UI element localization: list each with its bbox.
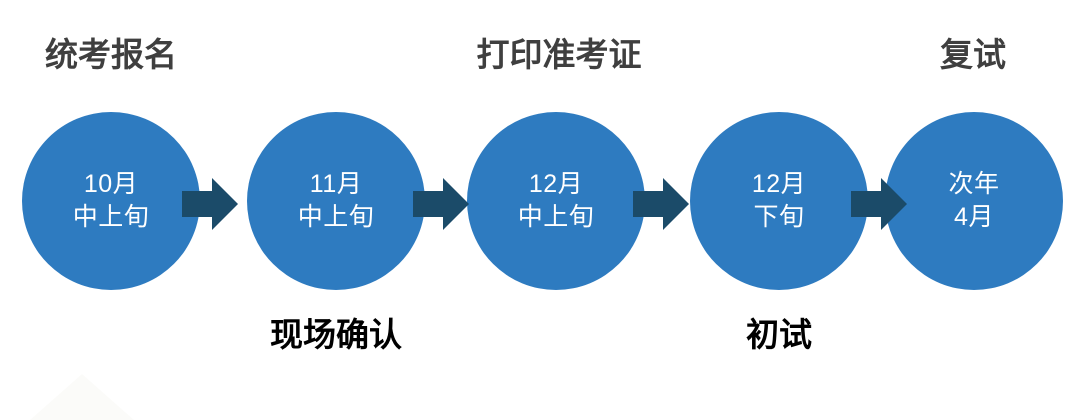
stage-circle-1-line-2: 中上旬 [72, 203, 150, 231]
arrow-right-icon [851, 178, 907, 230]
stage-node-5[interactable]: 次年 4月 [885, 112, 1063, 290]
connector-arrow-2 [413, 178, 469, 230]
stage-label-top-1: 统考报名 [45, 36, 177, 73]
stage-circle-4-line-2: 下旬 [753, 203, 805, 231]
stage-circle-2-line-2: 中上旬 [297, 203, 375, 231]
stage-label-top-5: 复试 [940, 36, 1006, 73]
stage-node-4[interactable]: 12月 下旬 [690, 112, 868, 290]
arrow-right-icon [182, 178, 238, 230]
stage-label-bottom-2: 现场确认 [270, 316, 402, 353]
stage-circle-1[interactable]: 10月 中上旬 [22, 112, 200, 290]
stage-circle-5-line-1: 次年 [948, 169, 1000, 198]
stage-node-2[interactable]: 11月 中上旬 [247, 112, 425, 290]
stage-circle-3-line-2: 中上旬 [517, 203, 595, 231]
stage-circle-1-line-1: 10月 [83, 169, 139, 198]
stage-label-bottom-4: 初试 [746, 316, 812, 353]
stage-circle-2[interactable]: 11月 中上旬 [247, 112, 425, 290]
connector-arrow-1 [182, 178, 238, 230]
triangle-watermark-icon [30, 374, 134, 420]
stage-node-1[interactable]: 10月 中上旬 [22, 112, 200, 290]
stage-circle-2-line-1: 11月 [309, 169, 363, 198]
stage-label-top-3: 打印准考证 [476, 36, 642, 73]
connector-arrow-3 [633, 178, 689, 230]
arrow-right-icon [633, 178, 689, 230]
stage-circle-4-line-1: 12月 [751, 169, 807, 198]
arrow-right-icon [413, 178, 469, 230]
stage-circle-5[interactable]: 次年 4月 [885, 112, 1063, 290]
stage-circle-5-line-2: 4月 [954, 203, 994, 231]
stage-circle-3[interactable]: 12月 中上旬 [467, 112, 645, 290]
stage-node-3[interactable]: 12月 中上旬 [467, 112, 645, 290]
stage-circle-3-line-1: 12月 [528, 169, 584, 198]
connector-arrow-4 [851, 178, 907, 230]
stage-circle-4[interactable]: 12月 下旬 [690, 112, 868, 290]
